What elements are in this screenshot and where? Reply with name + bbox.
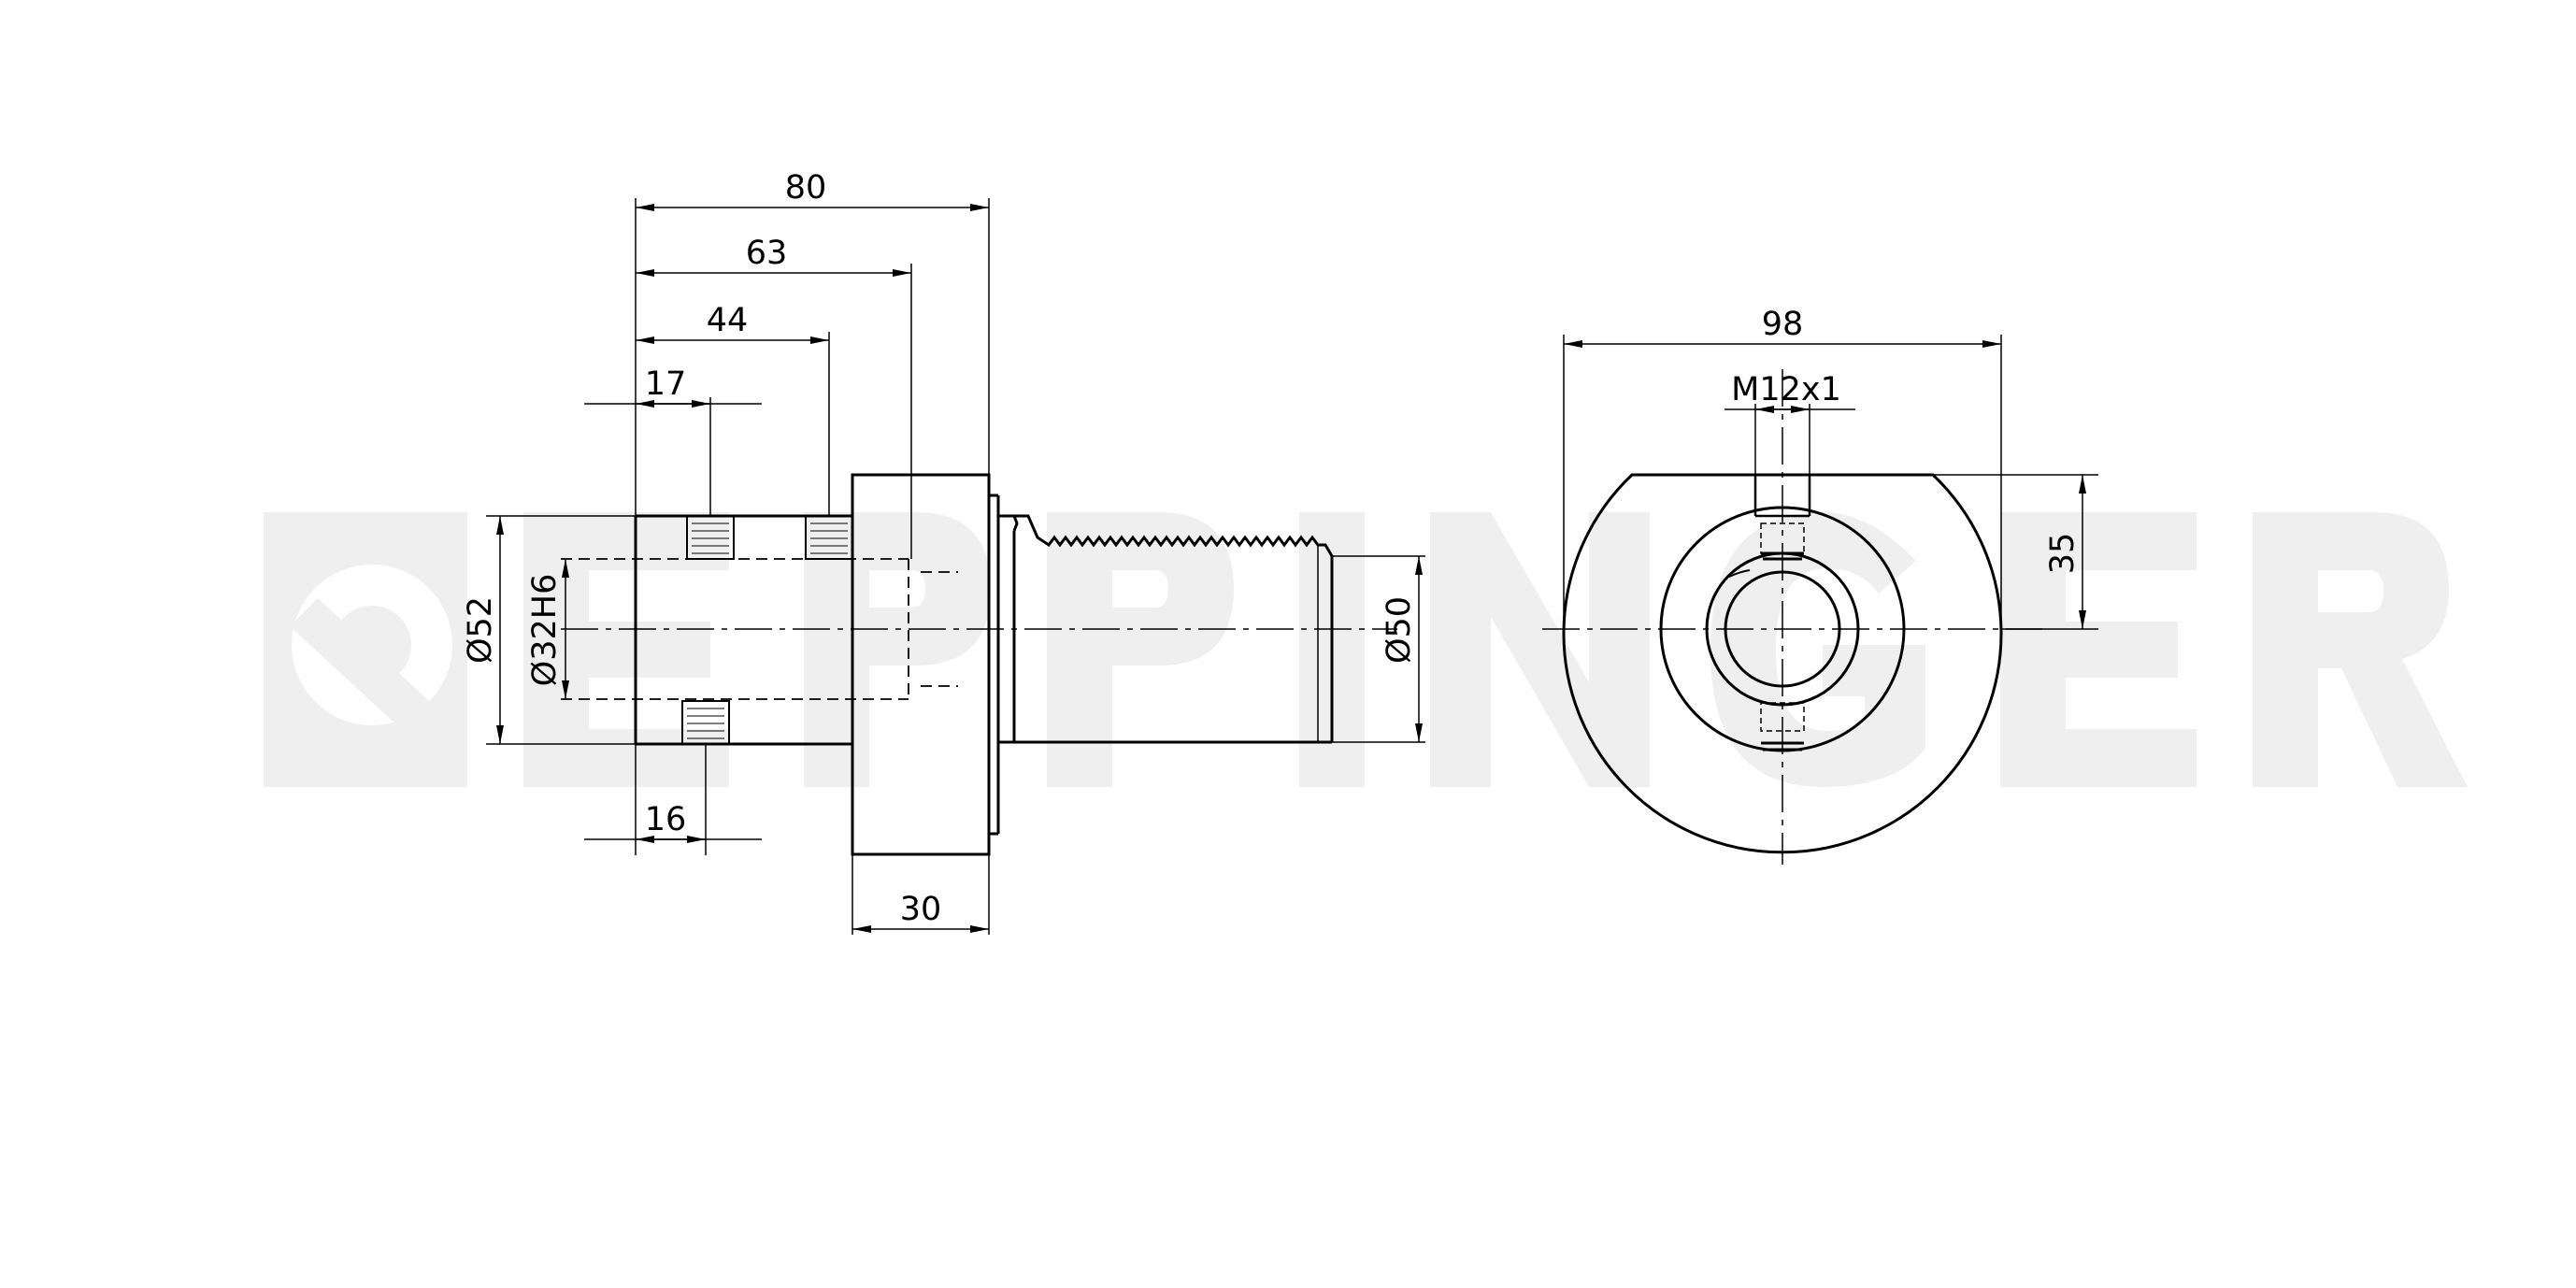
bore-chamfer (1728, 569, 1751, 578)
dim-overall-width: 98 (1762, 306, 1804, 343)
dim-overall-length: 80 (785, 169, 827, 207)
end-view: 98 M12x1 35 (1542, 306, 2098, 865)
dim-thread: M12x1 (1731, 371, 1841, 408)
dim-length-17: 17 (645, 365, 687, 403)
serrated-shank (998, 514, 1334, 744)
dim-body-diameter: Ø52 (462, 596, 499, 664)
dim-shank-diameter: Ø50 (1381, 596, 1418, 664)
side-view: 80 63 44 17 16 30 Ø52 Ø32H6 Ø50 (462, 169, 1425, 935)
end-extension-lines (1563, 335, 2098, 630)
eppinger-watermark (264, 512, 2468, 787)
dim-length-44: 44 (707, 302, 749, 339)
thread-hole-top (1753, 475, 1811, 561)
set-screw-1 (686, 515, 735, 560)
bore-inner-circle (1724, 570, 1841, 688)
dim-length-63: 63 (746, 235, 788, 272)
extension-lines (486, 198, 1425, 935)
flange (851, 473, 1000, 856)
dimension-lines (496, 204, 1423, 933)
end-dimension-lines (1564, 340, 2086, 629)
eppinger-logo-mark (264, 512, 467, 787)
thread-hole-bottom (1760, 702, 1805, 751)
dim-height-35: 35 (2044, 533, 2082, 575)
dim-length-16: 16 (645, 801, 687, 838)
dim-flange-width: 30 (900, 891, 942, 928)
dim-bore-diameter: Ø32H6 (526, 574, 564, 687)
